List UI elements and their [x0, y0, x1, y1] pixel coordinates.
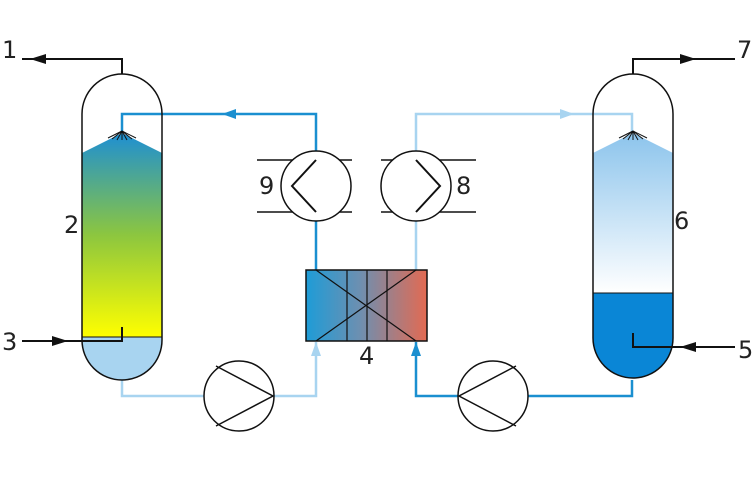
stripper-spray-nozzle	[618, 130, 648, 141]
stream-5-inlet	[632, 333, 735, 352]
rich-solvent-line	[120, 112, 634, 398]
label-3: 3	[2, 328, 17, 356]
label-4: 4	[359, 342, 374, 370]
heater-8	[380, 150, 476, 222]
label-2: 2	[64, 211, 79, 239]
absorber-spray-nozzle	[107, 130, 137, 141]
label-7: 7	[737, 36, 752, 64]
label-5: 5	[738, 336, 753, 364]
lean-flow-arrow-hx	[411, 342, 421, 356]
rich-flow-arrow-top	[560, 109, 574, 119]
label-6: 6	[674, 207, 689, 235]
label-9: 9	[259, 172, 274, 200]
cooler-9	[257, 150, 352, 222]
lean-solvent-line	[120, 112, 634, 398]
stream-3-gas-inlet	[22, 327, 123, 346]
rich-flow-arrow-hx	[311, 342, 321, 356]
rich-solvent-pump	[203, 360, 275, 432]
label-8: 8	[456, 172, 471, 200]
cross-heat-exchanger-4	[305, 269, 428, 342]
stripper-column	[592, 73, 674, 379]
stream-1-gas-outlet	[22, 54, 123, 74]
lean-flow-arrow-top	[222, 109, 236, 119]
label-1: 1	[2, 36, 17, 64]
stream-7-outlet	[632, 54, 735, 74]
lean-solvent-pump	[457, 360, 529, 432]
